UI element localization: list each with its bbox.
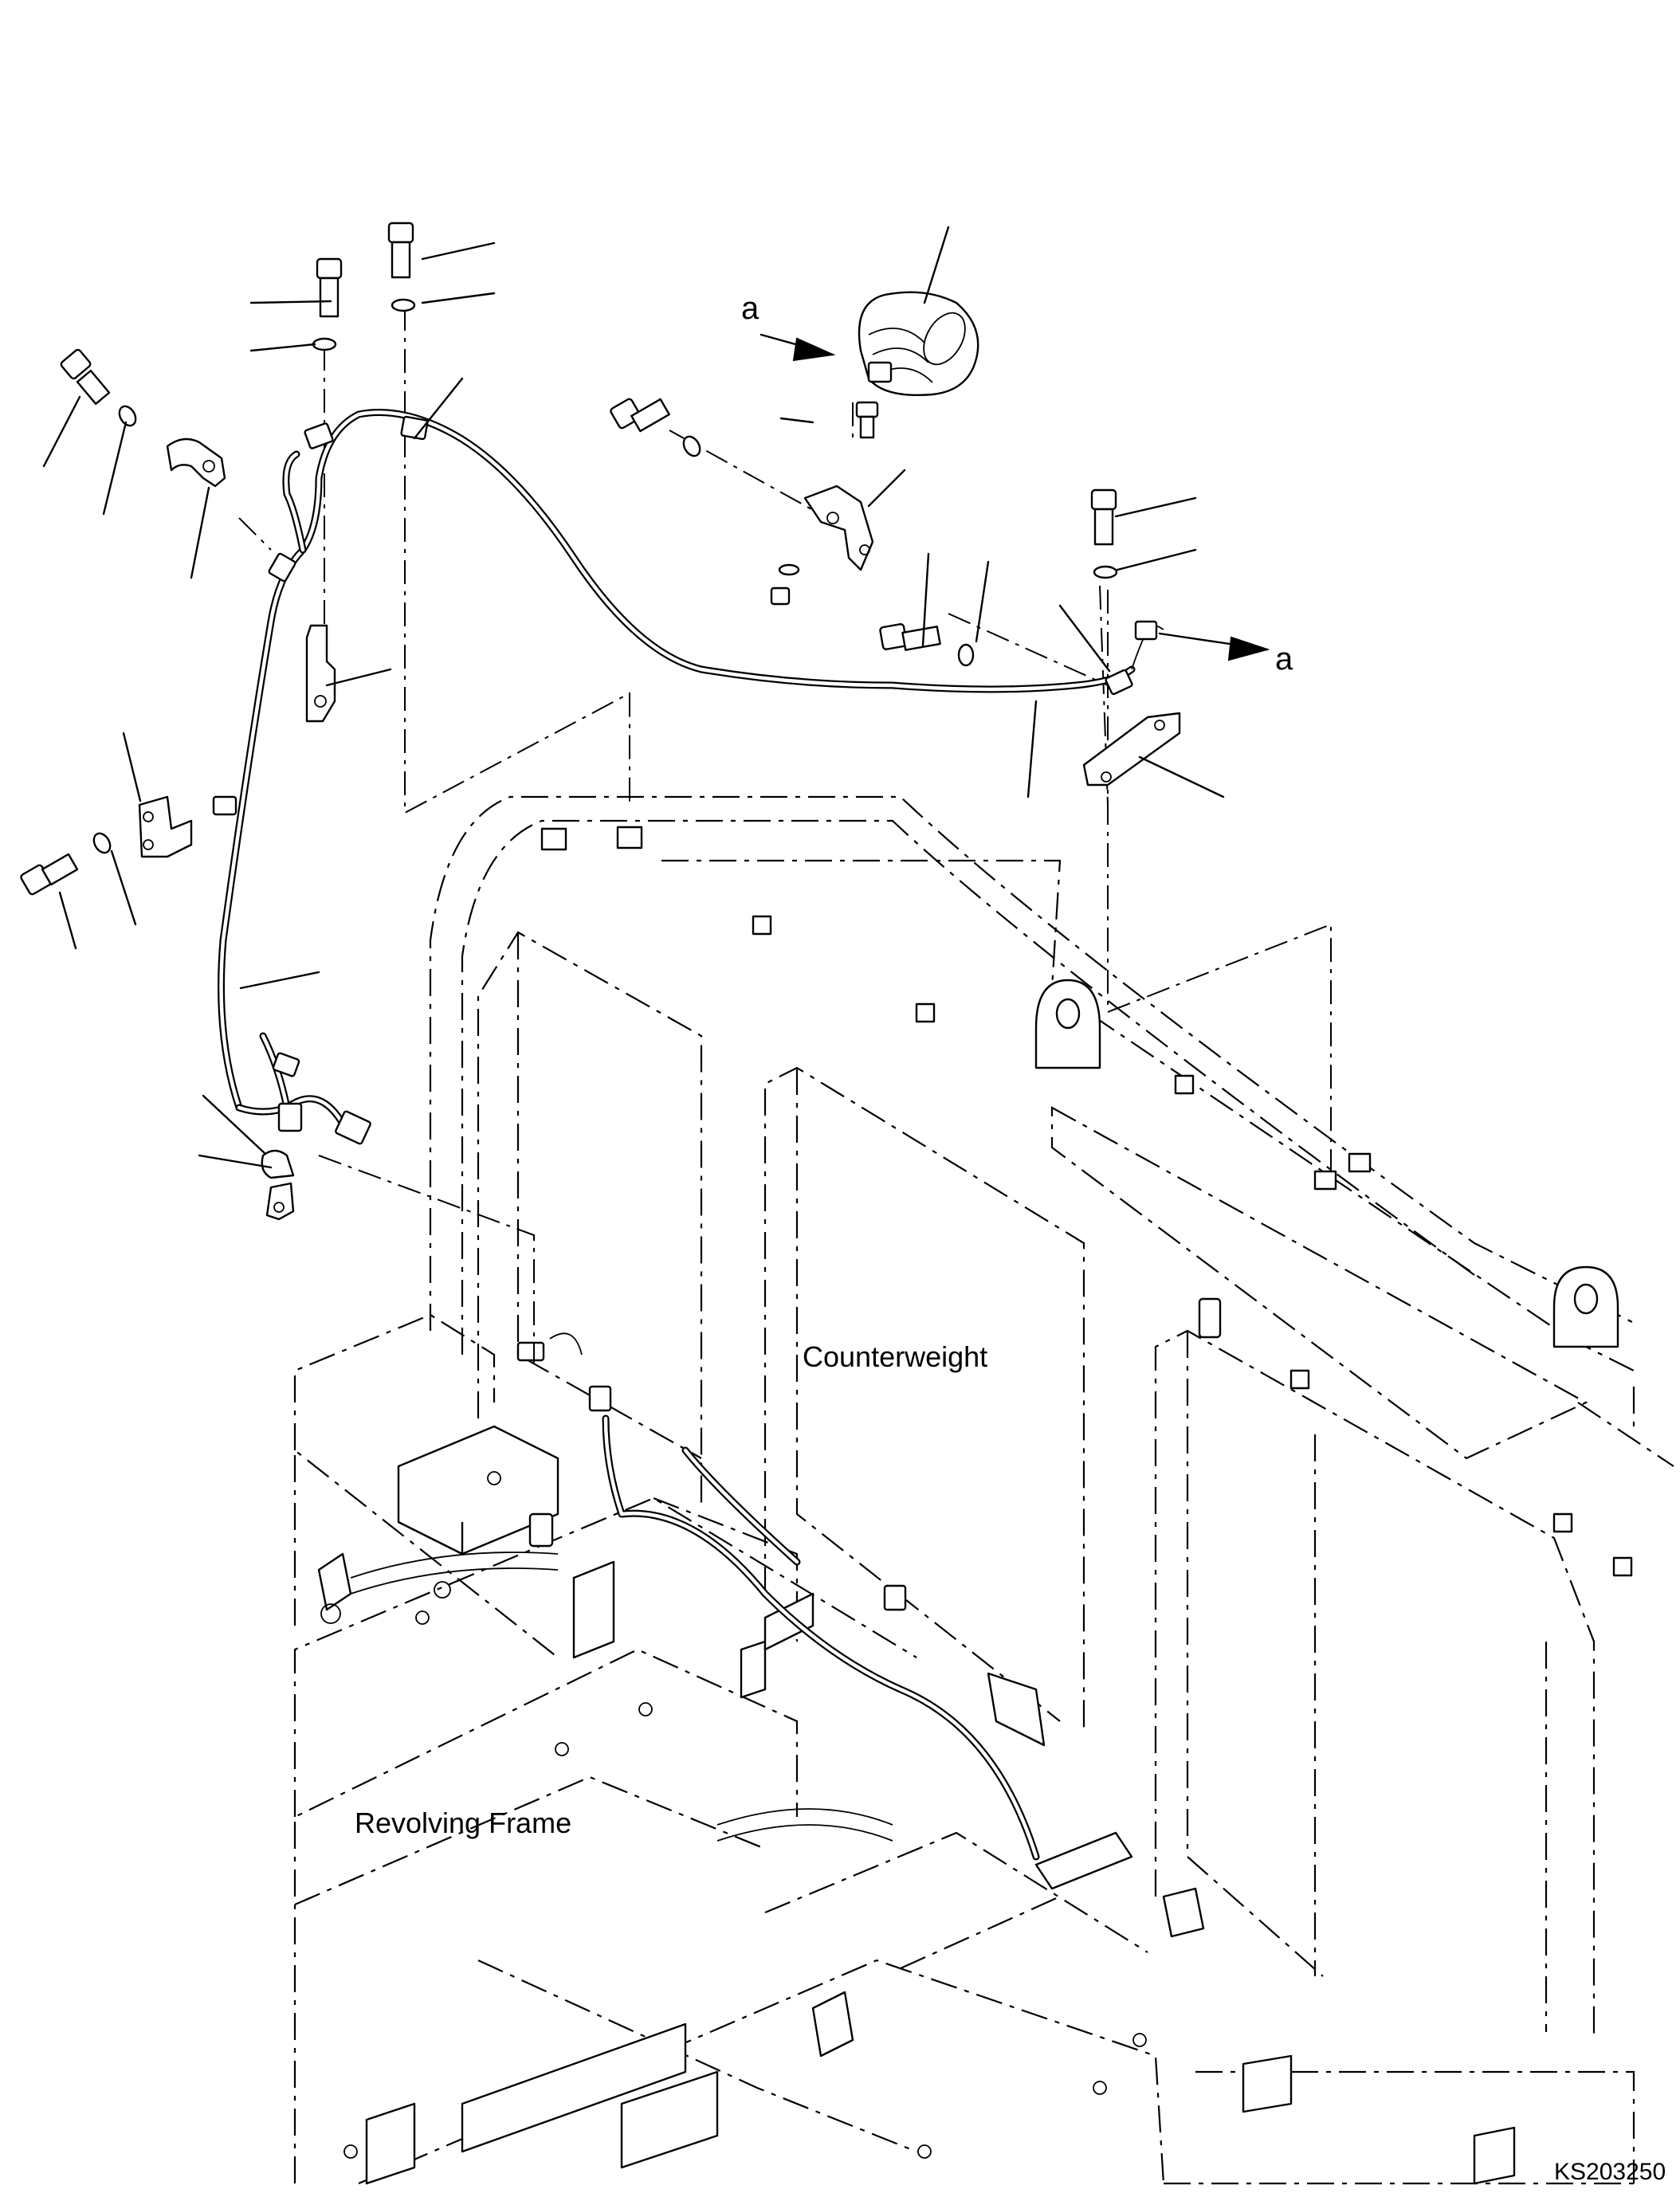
arrow-a-top-label: a bbox=[741, 291, 760, 326]
bolt-right-upper bbox=[1090, 488, 1118, 579]
work-lamp bbox=[858, 291, 979, 396]
arrow-a-right-label: a bbox=[1275, 641, 1293, 677]
counterweight-fittings bbox=[540, 826, 1633, 1577]
bolt-top-2 bbox=[387, 222, 416, 312]
brackets bbox=[138, 437, 1181, 1221]
lifting-eye-right bbox=[1552, 1265, 1619, 1348]
bolt-left-upper bbox=[60, 348, 137, 427]
upper-harness bbox=[212, 409, 1164, 1145]
bolt-top-1 bbox=[312, 257, 343, 351]
revolving-frame-parts bbox=[317, 1425, 1516, 2185]
counterweight-label: Counterweight bbox=[803, 1340, 987, 1373]
revolving-frame-label: Revolving Frame bbox=[355, 1807, 571, 1839]
arrow-a-top bbox=[760, 333, 836, 362]
bolt-lamp bbox=[770, 401, 879, 606]
bolt-left-lower bbox=[20, 832, 112, 896]
callout-leaders bbox=[42, 226, 1225, 1169]
bolt-center bbox=[610, 398, 701, 457]
figure-code: KS203250 bbox=[1554, 2159, 1666, 2185]
arrow-a-right bbox=[1158, 632, 1270, 661]
chain-lines bbox=[238, 307, 1332, 1363]
lifting-eye-left bbox=[1034, 979, 1101, 1069]
revolving-frame-outline bbox=[293, 1313, 1642, 2185]
bolts bbox=[20, 222, 1118, 896]
bolt-right-lower bbox=[879, 623, 975, 667]
frame-harness bbox=[350, 1332, 1040, 1861]
